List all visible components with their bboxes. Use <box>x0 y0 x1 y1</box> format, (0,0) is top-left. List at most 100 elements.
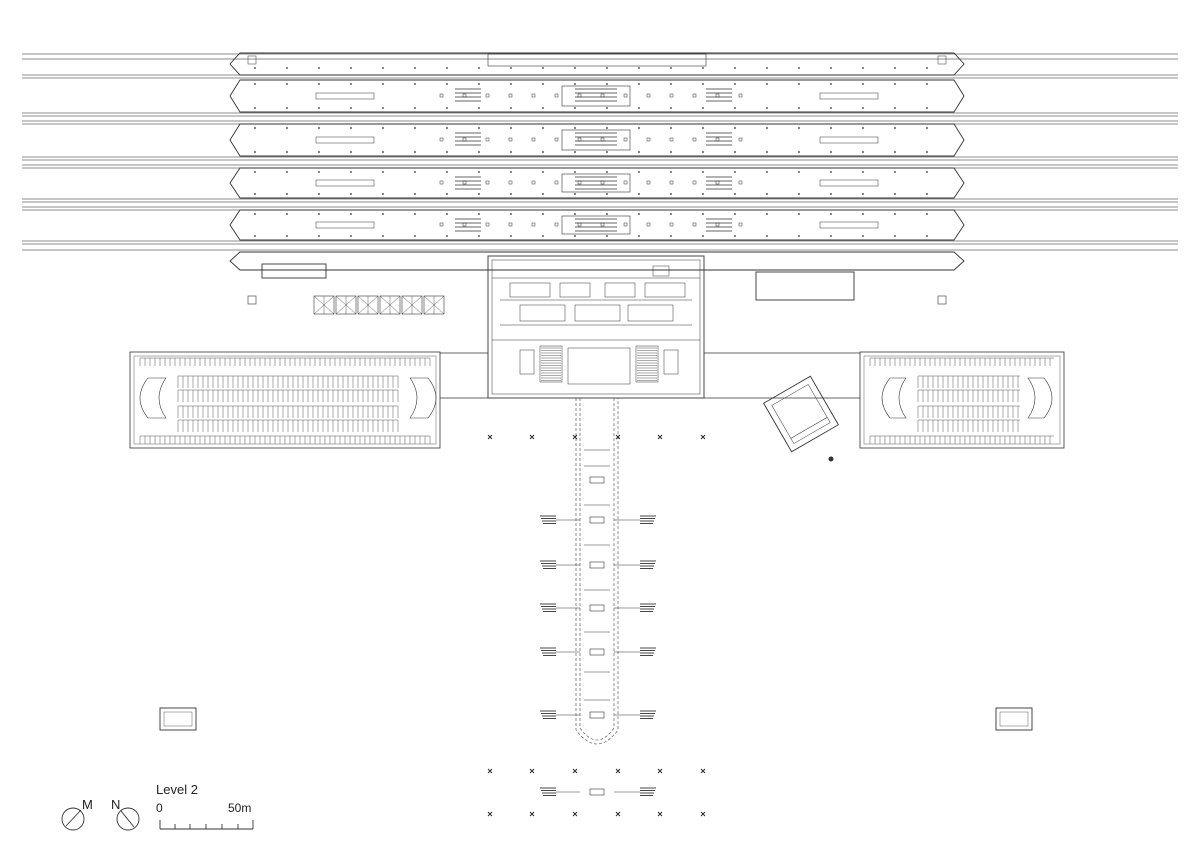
column-dot <box>926 127 928 129</box>
column-dot <box>574 213 576 215</box>
column-box <box>623 222 628 227</box>
column-dot <box>702 83 704 85</box>
column-dot <box>542 67 544 69</box>
column-box <box>738 222 743 227</box>
x-marker <box>529 768 535 774</box>
x-marker <box>700 768 706 774</box>
column-dot <box>350 83 352 85</box>
platform-top-building <box>487 53 707 67</box>
column-box <box>508 222 513 227</box>
column-dot <box>734 67 736 69</box>
station-building <box>487 255 705 399</box>
column-dot <box>734 171 736 173</box>
column-box <box>462 222 467 227</box>
column-dot <box>798 213 800 215</box>
column-dot <box>766 213 768 215</box>
column-markers <box>487 434 706 817</box>
column-dot <box>542 171 544 173</box>
column-box <box>531 93 536 98</box>
column-dot <box>254 67 256 69</box>
column-dot <box>254 127 256 129</box>
column-dot <box>542 83 544 85</box>
column-dot <box>542 235 544 237</box>
column-box <box>485 93 490 98</box>
column-dot <box>830 151 832 153</box>
column-dot <box>574 171 576 173</box>
column-dot <box>382 193 384 195</box>
column-dot <box>798 171 800 173</box>
platform-canopy <box>819 179 879 187</box>
column-dot <box>542 193 544 195</box>
column-dot <box>670 83 672 85</box>
column-box <box>439 93 444 98</box>
platform-stair-hall <box>561 85 631 107</box>
column-dot <box>542 127 544 129</box>
x-marker <box>615 434 621 440</box>
column-dot <box>606 67 608 69</box>
column-box <box>669 180 674 185</box>
column-dot <box>382 151 384 153</box>
rotated-pavilion <box>763 375 839 453</box>
column-dot <box>638 151 640 153</box>
column-dot <box>638 83 640 85</box>
column-dot <box>318 151 320 153</box>
platform-top-box <box>247 55 257 65</box>
column-dot <box>254 83 256 85</box>
column-dot <box>606 235 608 237</box>
column-dot <box>766 83 768 85</box>
column-box <box>600 222 605 227</box>
level-label: Level 2 <box>156 782 198 797</box>
column-dot <box>446 171 448 173</box>
column-dot <box>542 107 544 109</box>
x-marker <box>657 434 663 440</box>
x-marker <box>487 768 493 774</box>
column-dot <box>894 213 896 215</box>
north-arrows <box>61 807 140 831</box>
column-dot <box>702 107 704 109</box>
column-dot <box>286 193 288 195</box>
column-dot <box>862 213 864 215</box>
x-marker <box>700 811 706 817</box>
column-dot <box>606 127 608 129</box>
column-box <box>623 137 628 142</box>
x-marker <box>615 768 621 774</box>
column-dot <box>894 193 896 195</box>
column-dot <box>894 107 896 109</box>
bridge-kiosk <box>589 476 605 484</box>
column-box <box>715 180 720 185</box>
column-box <box>669 93 674 98</box>
column-dot <box>510 235 512 237</box>
column-dot <box>254 107 256 109</box>
column-dot <box>830 235 832 237</box>
column-dot <box>894 235 896 237</box>
column-dot <box>670 235 672 237</box>
column-dot <box>606 107 608 109</box>
column-dot <box>254 151 256 153</box>
column-dot <box>926 151 928 153</box>
column-dot <box>798 193 800 195</box>
column-dot <box>702 127 704 129</box>
column-dot <box>830 213 832 215</box>
column-dot <box>830 83 832 85</box>
column-dot <box>350 107 352 109</box>
shelter-pattern <box>423 295 445 315</box>
column-dot <box>414 67 416 69</box>
column-dot <box>830 193 832 195</box>
column-dot <box>862 83 864 85</box>
column-dot <box>542 213 544 215</box>
scale-bar <box>159 820 254 830</box>
column-box <box>531 137 536 142</box>
column-dot <box>446 193 448 195</box>
column-dot <box>318 235 320 237</box>
column-dot <box>478 83 480 85</box>
column-dot <box>606 213 608 215</box>
column-dot <box>446 127 448 129</box>
column-dot <box>798 151 800 153</box>
platform-columns <box>254 67 928 237</box>
column-dot <box>606 151 608 153</box>
escalators <box>541 347 657 381</box>
column-dot <box>734 107 736 109</box>
column-dot <box>510 83 512 85</box>
column-dot <box>862 151 864 153</box>
